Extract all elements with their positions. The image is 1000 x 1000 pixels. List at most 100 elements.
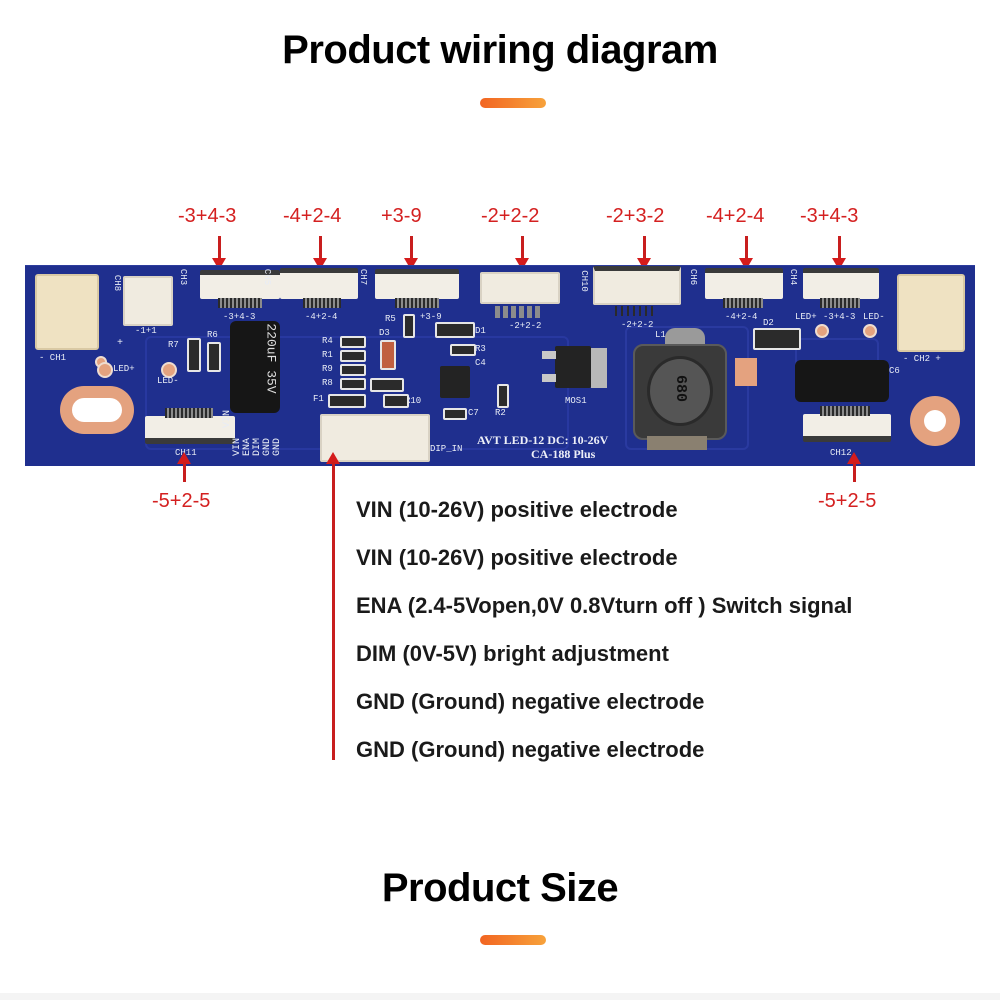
silk-led-plus: LED+: [113, 364, 135, 374]
resistor-r6: [207, 342, 221, 372]
bottom-divider: [0, 993, 1000, 1000]
pad-led-minus: [161, 362, 177, 378]
connector-pins: [820, 406, 870, 416]
silk-ch3: CH3: [178, 268, 189, 286]
arrow-shaft: [745, 236, 748, 260]
silk-r7: R7: [168, 340, 179, 350]
callout-label-ch6: -4+2-4: [706, 205, 765, 227]
ic-controller: [440, 366, 470, 398]
silk-led-plus-right: LED+: [795, 312, 817, 322]
silk-ch7: CH7: [358, 268, 369, 286]
silk-led-minus-right: LED-: [863, 312, 885, 322]
silk-pin-vin-1: VIN: [222, 409, 233, 428]
arrow-up-icon: [177, 452, 191, 464]
diode-d2: [753, 328, 801, 350]
arrow-shaft: [643, 236, 646, 260]
resistor-r10: [383, 394, 409, 408]
connector-pins: [395, 298, 439, 308]
arrow-shaft: [218, 236, 221, 260]
silk-inductor-label: 680: [672, 374, 690, 403]
silk-plus: +: [117, 338, 124, 349]
silk-ch8: CH8: [112, 274, 123, 292]
pin-desc-dim: DIM (0V-5V) bright adjustment: [356, 641, 669, 666]
silk-dip-in: DIP_IN: [430, 444, 463, 454]
callout-label-ch3: -3+4-3: [178, 205, 237, 227]
silk-conn-1: -1+1: [135, 326, 157, 336]
callout-label-ch-center: -2+2-2: [481, 205, 540, 227]
board-model-line2: CA-188 Plus: [531, 447, 596, 461]
capacitor-c7: [443, 408, 467, 420]
connector-ch1: [35, 274, 99, 350]
silk-cap-label: 220uF 35V: [263, 323, 279, 394]
connector-ch6: [705, 268, 783, 299]
callout-label-ch4: -3+4-3: [800, 205, 859, 227]
pad-led-minus-right: [863, 324, 877, 338]
pin-desc-vin-1: VIN (10-26V) positive electrode: [356, 497, 678, 522]
title-accent-bar: [480, 98, 546, 108]
inductor-top: [665, 328, 705, 348]
connector-pins: [615, 306, 655, 316]
copper-pad: [735, 358, 757, 386]
connector-pins: [165, 408, 213, 418]
callout-label-ch10: -2+3-2: [606, 205, 665, 227]
silk-r8: R8: [322, 378, 333, 388]
silk-r5: R5: [385, 314, 396, 324]
silk-ch4: CH4: [788, 268, 799, 286]
resistor-r5: [403, 314, 415, 338]
connector-ch5: [280, 268, 358, 299]
connector-ch3: [200, 270, 280, 299]
callout-label-ch12: -5+2-5: [818, 490, 877, 512]
silk-mos1: MOS1: [565, 396, 587, 406]
capacitor-c6: [795, 360, 889, 402]
silk-ch2: - CH2 +: [903, 354, 941, 364]
silk-c4: C4: [475, 358, 486, 368]
silk-ch6: CH6: [688, 268, 699, 286]
pad-led-plus-right: [815, 324, 829, 338]
silk-l1: L1: [655, 330, 666, 340]
silk-conn-a: -3+4-3: [223, 312, 256, 322]
section-title-product-size: Product Size: [381, 866, 619, 910]
silk-led-minus: LED-: [157, 376, 179, 386]
silk-r3: R3: [475, 344, 486, 354]
pin-desc-gnd-1: GND (Ground) negative electrode: [356, 689, 705, 714]
fuse-f1: [328, 394, 366, 408]
silk-conn-d: -2+2-2: [509, 321, 542, 331]
silk-r2: R2: [495, 408, 506, 418]
silk-conn-e: -2+2-2: [621, 320, 654, 330]
silk-d1: D1: [475, 326, 486, 336]
connector-ch2: [897, 274, 965, 352]
silk-r10: R10: [405, 396, 422, 406]
silk-r1: R1: [322, 350, 333, 360]
connector-pins: [820, 298, 860, 308]
led-driver-board: - CH1 CH8 -1+1 + CH3 -3+4-3 CH5 -4+2-4 C…: [25, 265, 975, 466]
arrow-up-icon: [326, 452, 340, 464]
pin-desc-gnd-2: GND (Ground) negative electrode: [356, 737, 705, 762]
silk-conn-g: -3+4-3: [823, 312, 856, 322]
connector-ch4: [803, 268, 879, 299]
silk-d2: D2: [763, 318, 774, 328]
board-model-line1: AVT LED-12 DC: 10-26V: [477, 433, 609, 447]
silk-ch5: CH5: [262, 268, 273, 286]
inductor-l1: 680: [633, 344, 727, 440]
connector-ch12: [803, 414, 891, 442]
resistor-r4: [340, 336, 366, 348]
callout-label-ch5: -4+2-4: [283, 205, 342, 227]
silk-conn-b: -4+2-4: [305, 312, 338, 322]
silk-conn-f: -4+2-4: [725, 312, 758, 322]
connector-center: [480, 272, 560, 304]
silk-r9: R9: [322, 364, 333, 374]
resistor-r9: [340, 364, 366, 376]
arrow-shaft: [838, 236, 841, 260]
resistor-r2: [497, 384, 509, 408]
pin-desc-ena: ENA (2.4-5Vopen,0V 0.8Vturn off ) Switch…: [356, 593, 853, 618]
connector-pins: [218, 298, 262, 308]
resistor-r3: [450, 344, 476, 356]
connector-ch10: [593, 266, 681, 305]
connector-ch7: [375, 269, 459, 299]
arrow-shaft: [183, 462, 186, 482]
resistor-r8: [340, 378, 366, 390]
silk-pin-gnd-2: GND: [272, 437, 283, 456]
silk-ch1: - CH1: [39, 353, 67, 363]
arrow-shaft: [521, 236, 524, 260]
mounting-hole-left: [60, 386, 134, 434]
